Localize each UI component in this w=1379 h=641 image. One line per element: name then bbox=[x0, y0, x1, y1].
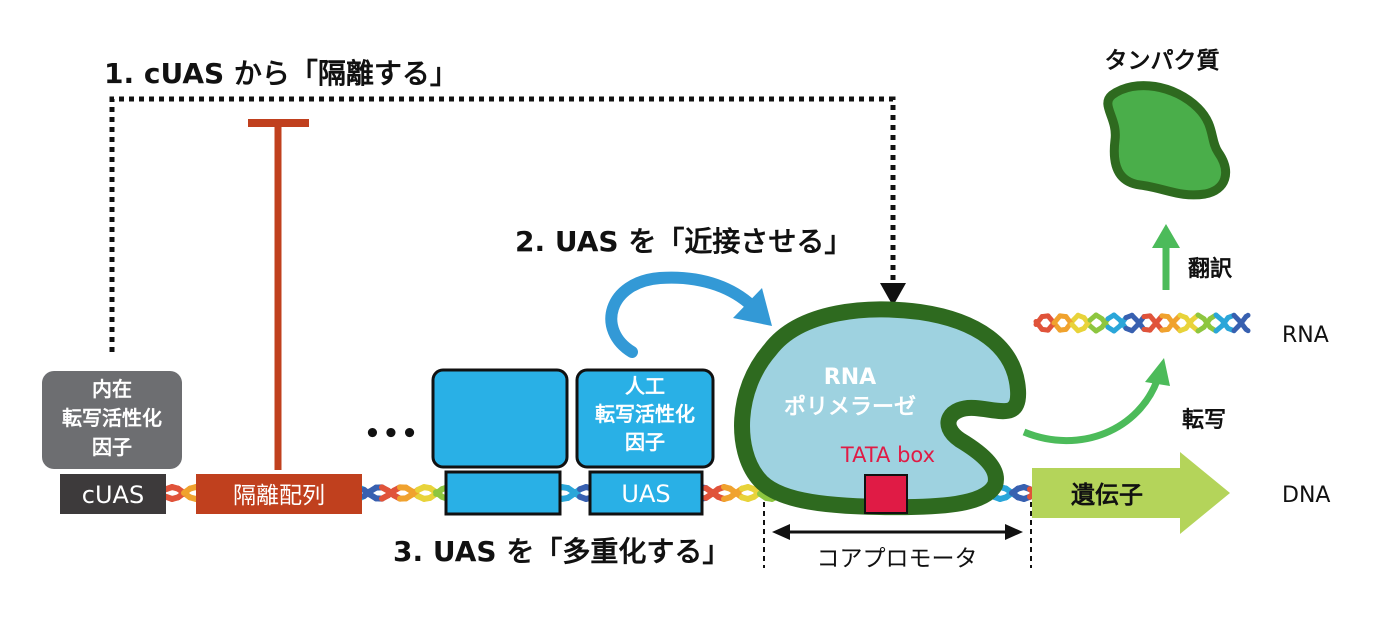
artificial-factor-line1: 人工 bbox=[625, 374, 665, 398]
rna-strand-segment bbox=[1243, 326, 1251, 334]
uas-box-1 bbox=[444, 470, 562, 516]
transcription-arrow bbox=[1022, 376, 1162, 444]
translation-arrowhead bbox=[1152, 224, 1180, 248]
uas-box-2 bbox=[588, 470, 704, 516]
uas-label: UAS bbox=[621, 480, 670, 508]
rna-strand-segment bbox=[1243, 312, 1251, 320]
step2-label: 2. UAS を「近接させる」 bbox=[515, 225, 852, 258]
cuas-label: cUAS bbox=[82, 481, 144, 509]
rna-polymerase-line1: RNA bbox=[824, 365, 876, 390]
step1-label: 1. cUAS から「隔離する」 bbox=[104, 57, 458, 90]
protein-label: タンパク質 bbox=[1105, 48, 1220, 74]
transcription-arrowhead bbox=[1145, 358, 1170, 386]
core-promoter-arrow-left bbox=[772, 524, 790, 540]
rna-wave bbox=[1033, 312, 1251, 334]
rna-label: RNA bbox=[1282, 323, 1329, 348]
artificial-factor-box-1 bbox=[431, 368, 569, 469]
step1-dotted-path bbox=[109, 96, 896, 352]
cuas-box bbox=[60, 474, 166, 514]
artificial-factor-line3: 因子 bbox=[625, 430, 665, 454]
ellipsis: ••• bbox=[364, 419, 420, 449]
gene-label: 遺伝子 bbox=[1071, 481, 1143, 509]
tata-box bbox=[864, 474, 908, 514]
endogenous-factor-box bbox=[42, 371, 182, 469]
artificial-factor-line2: 転写活性化 bbox=[595, 402, 695, 426]
endogenous-factor-line3: 因子 bbox=[92, 435, 132, 459]
endogenous-factor-line2: 転写活性化 bbox=[62, 406, 162, 430]
dna-label: DNA bbox=[1282, 483, 1330, 508]
endogenous-factor-line1: 内在 bbox=[92, 377, 132, 401]
insulator-box bbox=[196, 474, 362, 514]
artificial-factor-box-2 bbox=[575, 368, 715, 469]
step2-arrowhead bbox=[733, 288, 772, 326]
transcription-label: 転写 bbox=[1182, 407, 1226, 433]
core-promoter-label: コアプロモータ bbox=[817, 546, 978, 572]
insulator-label: 隔離配列 bbox=[233, 483, 325, 509]
step3-label: 3. UAS を「多重化する」 bbox=[393, 535, 730, 568]
translation-label: 翻訳 bbox=[1188, 256, 1233, 282]
rna-polymerase bbox=[734, 301, 1027, 516]
rna-polymerase-line2: ポリメラーゼ bbox=[784, 394, 916, 420]
core-promoter-arrow-right bbox=[1005, 524, 1023, 540]
gene-arrow bbox=[1032, 452, 1230, 534]
protein-blob bbox=[1103, 81, 1231, 200]
step2-curved-arrow bbox=[605, 271, 758, 358]
step1-arrowhead bbox=[880, 283, 906, 306]
tata-box-label: TATA box bbox=[840, 443, 935, 467]
